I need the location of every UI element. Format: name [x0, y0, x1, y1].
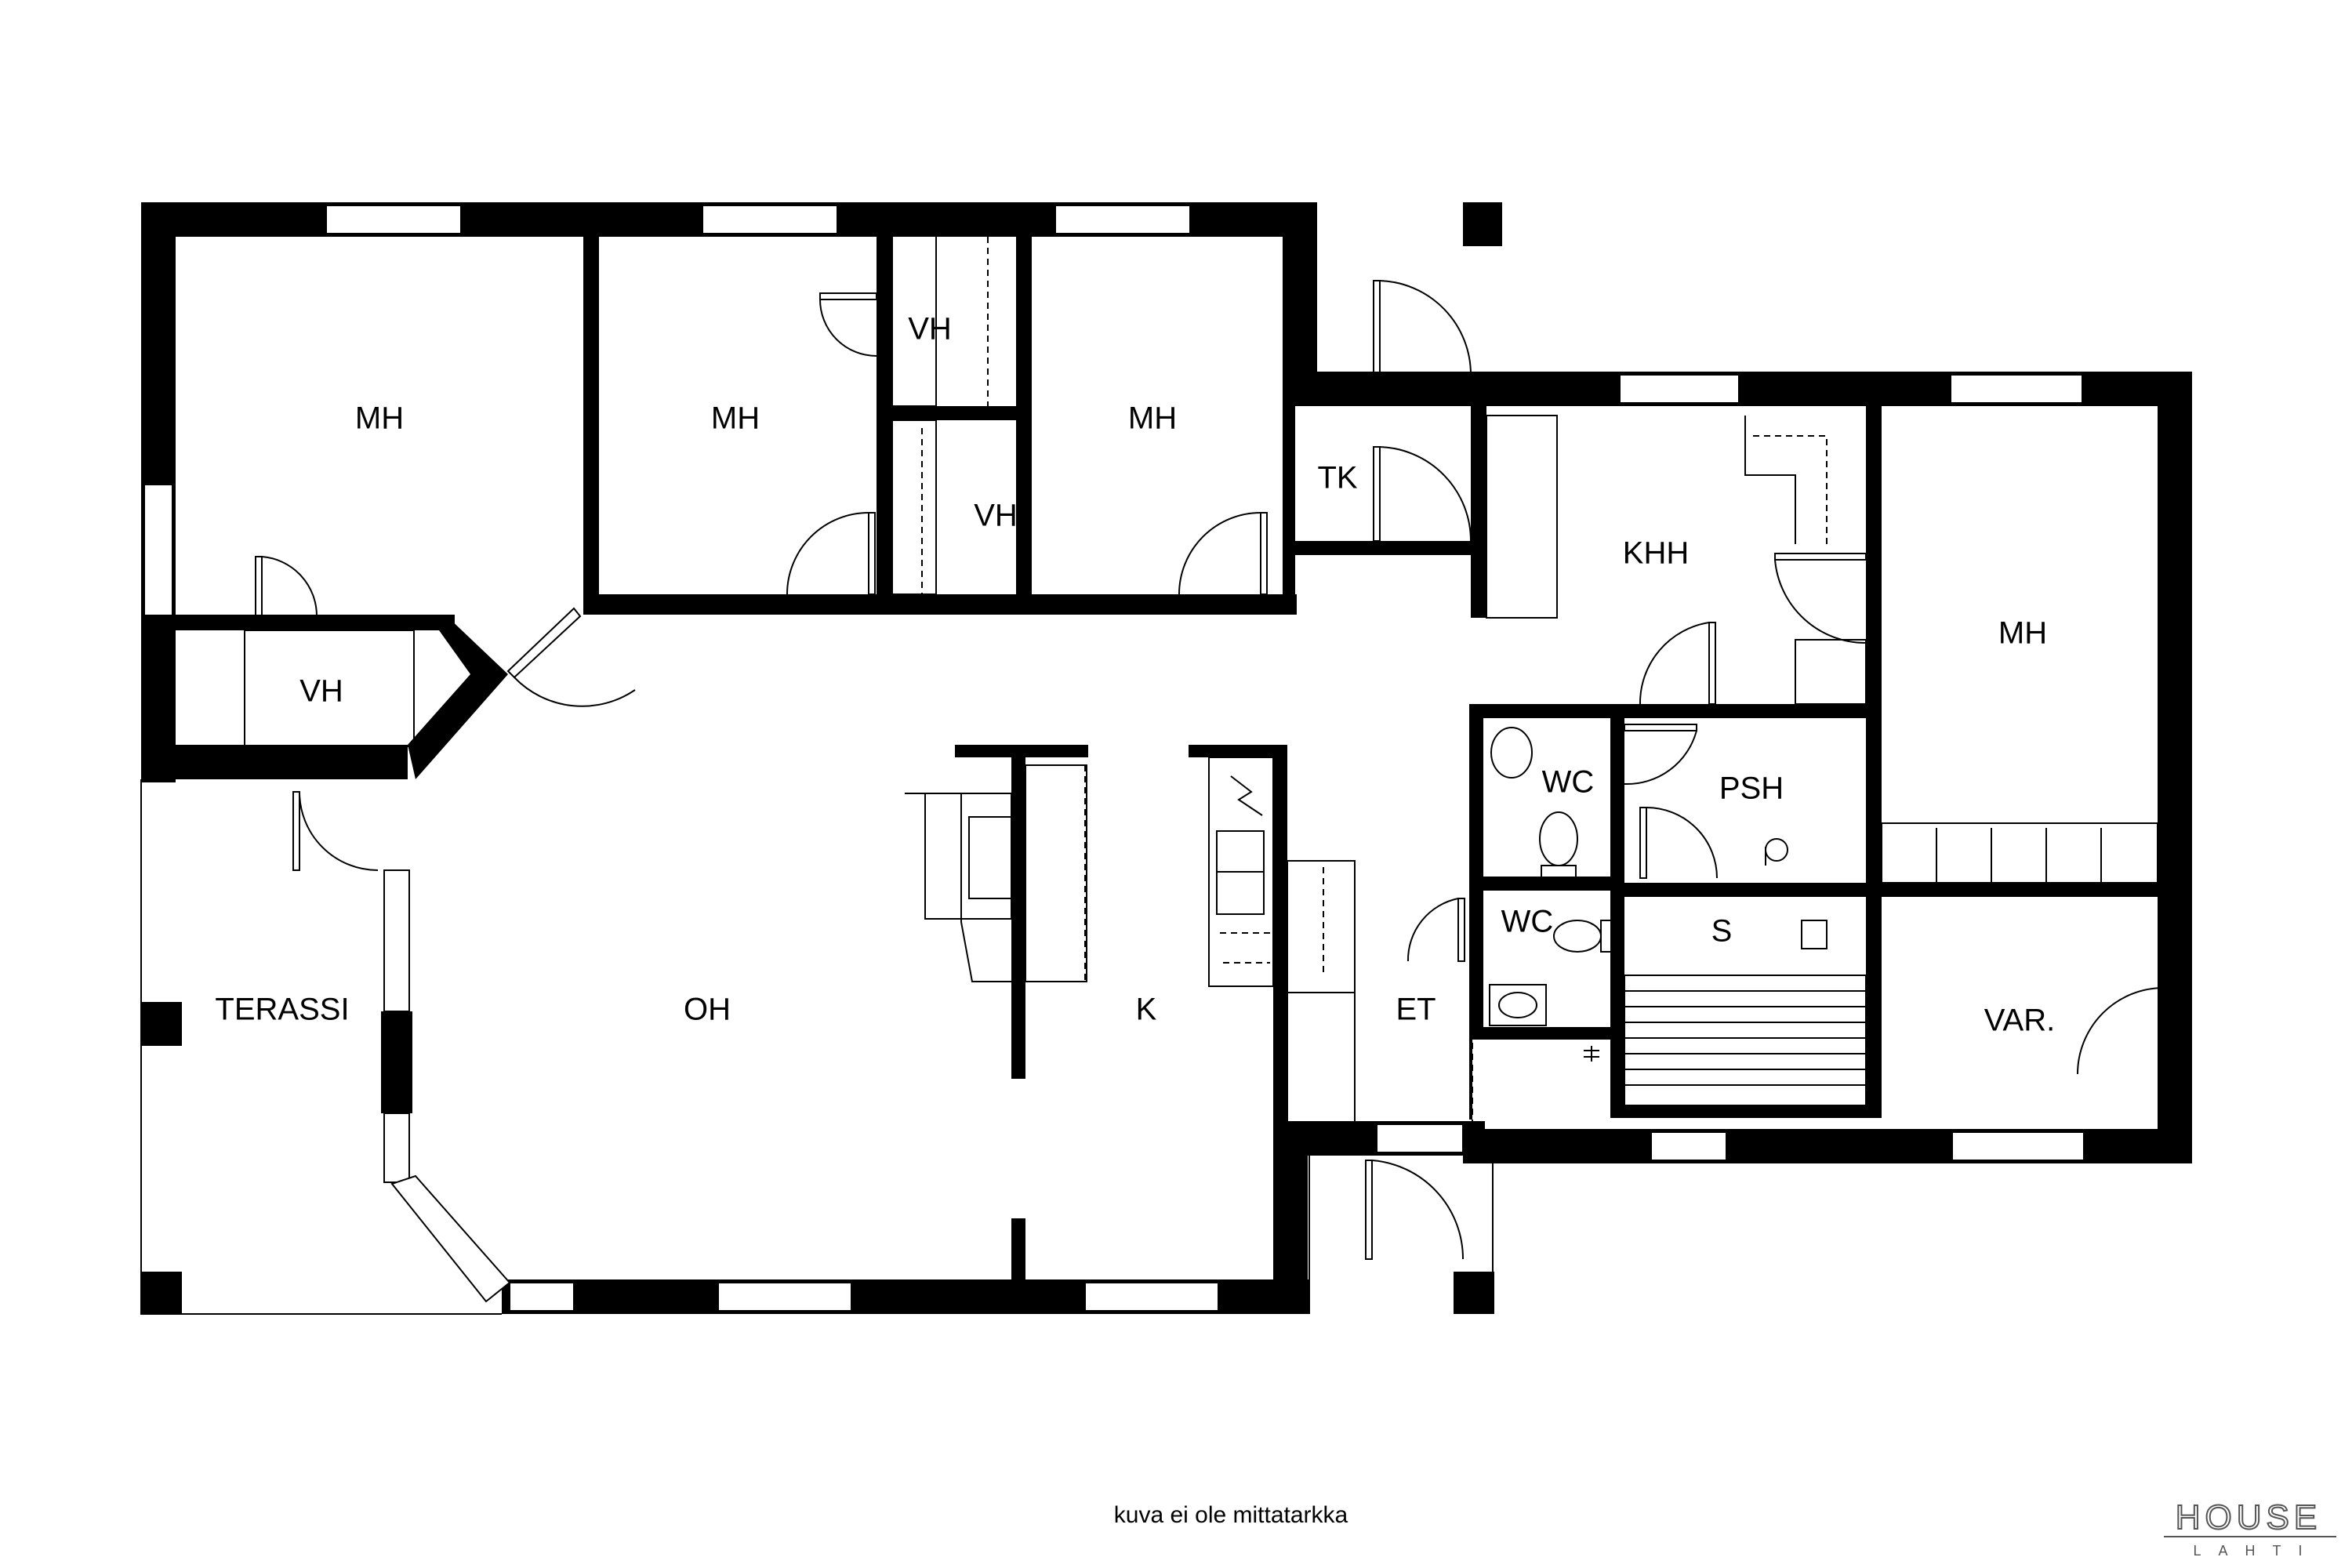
door-psh [1639, 807, 1718, 879]
logo-sub-text: LAHTI [2193, 1543, 2319, 1559]
door-corridor [506, 607, 636, 707]
room-label-vh-1: VH [908, 312, 952, 347]
scale-disclaimer: kuva ei ole mittatarkka [1114, 1502, 1348, 1528]
door-var [2077, 987, 2171, 1075]
door-mh1 [255, 556, 318, 617]
room-label-khh: KHH [1623, 536, 1689, 571]
room-label-psh: PSH [1719, 771, 1784, 806]
room-label-terassi: TERASSI [215, 993, 349, 1027]
door-mh2-wardrobe [819, 292, 877, 357]
door-entry-top [1373, 280, 1472, 376]
exterior-walls [141, 202, 2192, 1314]
room-label-mh-3: MH [1128, 401, 1177, 436]
room-label-mh-1: MH [355, 401, 404, 436]
room-label-s: S [1711, 914, 1733, 949]
terrace-outline [140, 779, 1494, 1315]
room-label-tk: TK [1317, 461, 1357, 495]
room-label-wc-1: WC [1542, 765, 1595, 800]
door-mh2 [786, 512, 876, 595]
room-label-wc-2: WC [1501, 905, 1554, 939]
interior-walls [141, 202, 2158, 1314]
house-lahti-logo: HOUSE LAHTI [2164, 1497, 2336, 1559]
logo-main-text: HOUSE [2176, 1498, 2321, 1537]
door-wc2 [1406, 898, 1465, 962]
room-label-mh-2: MH [711, 401, 760, 436]
door-mh3 [1178, 512, 1268, 595]
fixtures [244, 234, 2158, 1127]
room-label-vh-2: VH [974, 499, 1018, 533]
room-label-k: K [1136, 993, 1157, 1027]
room-labels: MH MH MH MH VH VH VH TK KHH WC WC PSH S … [215, 312, 2055, 1038]
door-terrace [292, 791, 379, 871]
room-label-mh-4: MH [1998, 616, 2047, 651]
door-mh4 [1774, 553, 1867, 644]
sauna-bench [1624, 975, 1867, 1106]
windows [143, 205, 2085, 1312]
room-label-var: VAR. [1984, 1004, 2055, 1038]
room-label-vh-3: VH [299, 674, 343, 709]
doors [255, 280, 2171, 1260]
door-wc1 [1624, 724, 1697, 786]
door-main-entrance [1365, 1160, 1465, 1260]
door-khh-wc [1639, 622, 1716, 705]
door-tk [1373, 446, 1472, 542]
room-label-oh: OH [684, 993, 731, 1027]
room-label-et: ET [1396, 993, 1436, 1027]
